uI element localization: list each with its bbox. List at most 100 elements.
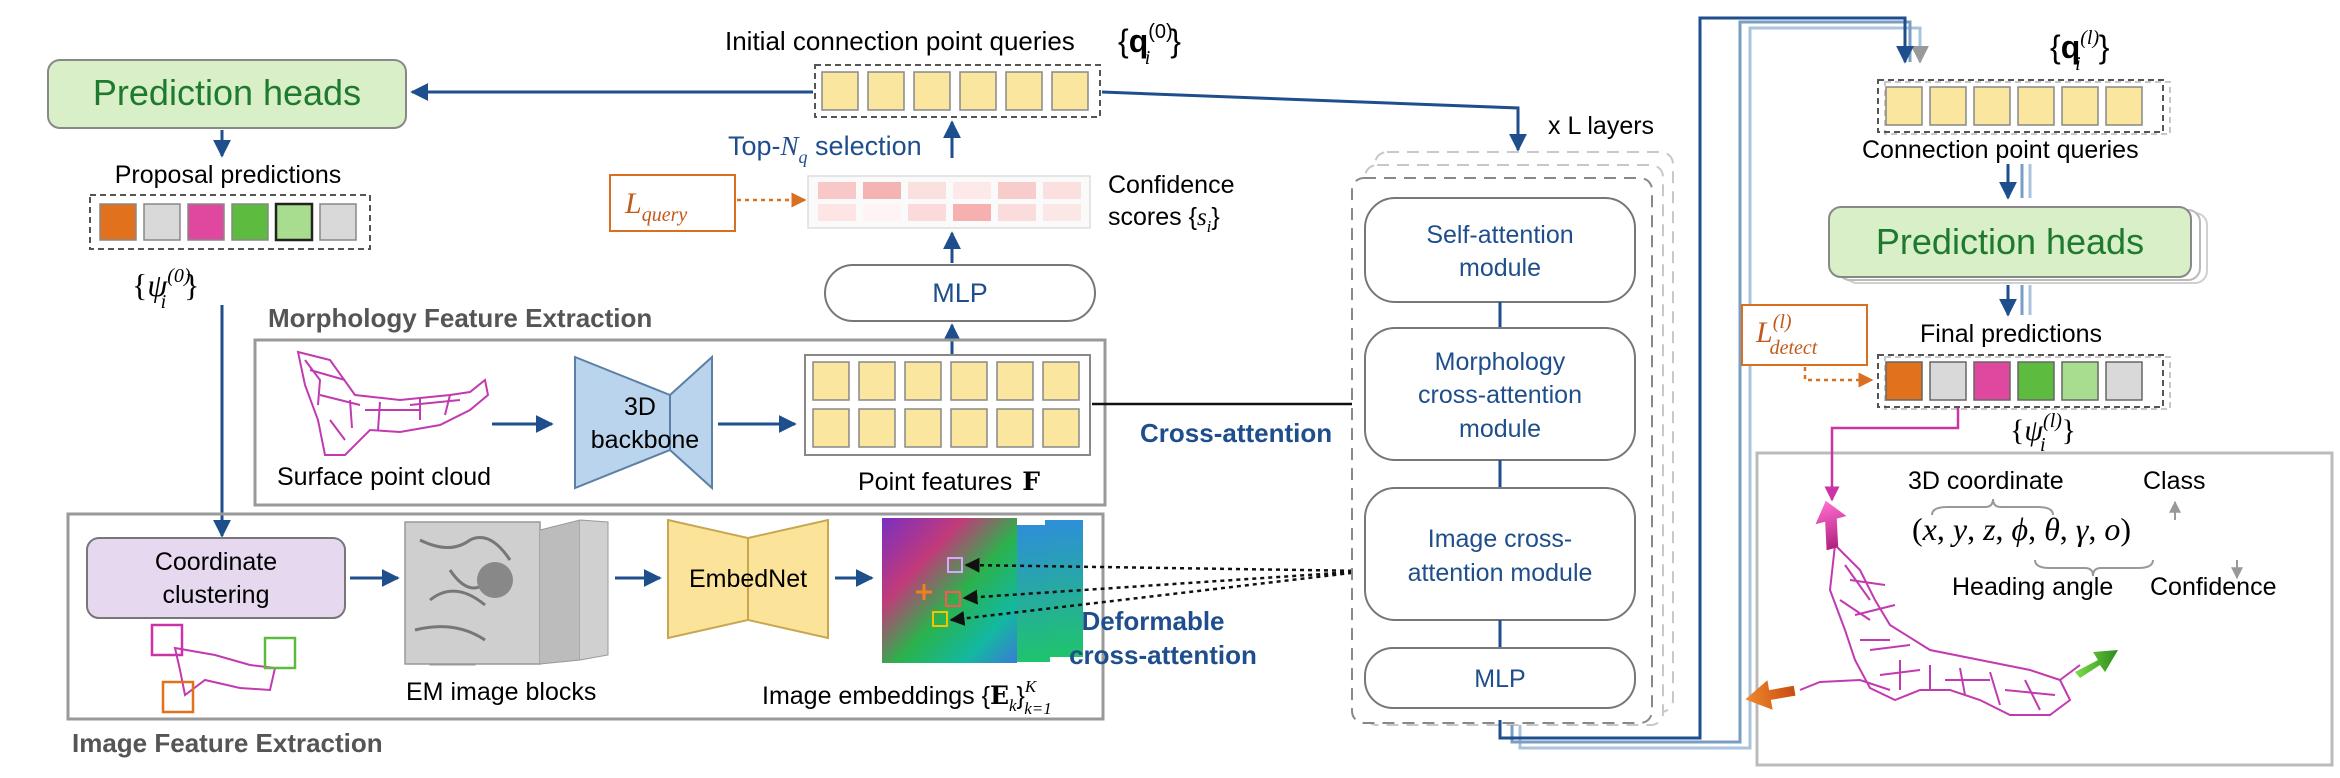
- mlp-decoder: MLP: [1364, 647, 1636, 709]
- proposal-token: [99, 203, 137, 241]
- feature-token: [812, 361, 850, 401]
- q-init-label: {q(0)i}: [1118, 21, 1181, 69]
- svg-text:Prediction heads: Prediction heads: [1876, 221, 2144, 262]
- coord-3d-label: 3D coordinate: [1908, 467, 2064, 495]
- psi-init-label: {ψ(0)i}: [132, 265, 199, 313]
- score-cell: [818, 182, 856, 199]
- surface-point-cloud-image: [296, 350, 490, 456]
- arrow-queries-to-decoder: [1101, 90, 1527, 152]
- svg-text:cross-attention: cross-attention: [1418, 381, 1582, 409]
- final-prediction-token: [1929, 361, 1967, 401]
- em-blocks-label: EM image blocks: [406, 678, 596, 706]
- svg-text:backbone: backbone: [591, 426, 699, 454]
- class-label: Class: [2143, 467, 2206, 495]
- em-image-blocks: [404, 519, 609, 666]
- feature-token: [950, 408, 988, 448]
- svg-text:attention module: attention module: [1408, 559, 1593, 587]
- query-token: [913, 71, 951, 111]
- svg-text:EmbedNet: EmbedNet: [689, 565, 807, 593]
- score-cell: [998, 204, 1036, 221]
- query-token: [821, 71, 859, 111]
- deformable-attention-arrows: [949, 557, 1369, 626]
- final-query-token: [1929, 86, 1967, 126]
- proposal-token: [187, 203, 225, 241]
- mlp-top: MLP: [824, 264, 1096, 322]
- output-tuple: (x, y, z, ϕ, θ, γ, o): [1912, 511, 2131, 547]
- final-prediction-token: [2017, 361, 2055, 401]
- svg-text:3D: 3D: [624, 393, 656, 421]
- initial-query-tokens: [814, 64, 1101, 118]
- q-final-label: {q(l)i}: [2050, 27, 2110, 75]
- feature-token: [812, 408, 850, 448]
- final-query-token: [1885, 86, 1923, 126]
- proposal-token: [143, 203, 181, 241]
- initial-queries-label: Initial connection point queries: [725, 26, 1075, 56]
- feature-token: [950, 361, 988, 401]
- svg-text:L(l)detect: L(l)detect: [1755, 311, 1818, 359]
- score-cell: [863, 182, 901, 199]
- image-embeddings-visual: [882, 518, 1083, 663]
- clustering-thumbnail: [150, 623, 297, 714]
- feature-token: [1042, 408, 1080, 448]
- final-prediction-tokens: [1877, 354, 2171, 410]
- l-detect-box: L(l)detect: [1741, 304, 1868, 366]
- proposal-token: [319, 203, 357, 241]
- score-cell: [908, 204, 946, 221]
- topk-label: Top-Nq selection: [728, 131, 922, 167]
- final-query-tokens: [1877, 79, 2171, 135]
- svg-text:Image cross-: Image cross-: [1428, 525, 1572, 553]
- score-cell: [1043, 204, 1081, 221]
- arrow-pred-to-visual: [1824, 408, 1960, 502]
- image-cross-attention-module: Image cross- attention module: [1364, 487, 1636, 621]
- arrows-heads-to-final: [1999, 285, 2032, 317]
- image-title: Image Feature Extraction: [72, 728, 383, 758]
- score-cell: [863, 204, 901, 221]
- confidence-score-grid: [807, 175, 1091, 229]
- proposal-token: [274, 202, 314, 242]
- feature-token: [1042, 361, 1080, 401]
- score-cell: [953, 182, 991, 199]
- feature-token: [858, 361, 896, 401]
- final-predictions-label: Final predictions: [1920, 320, 2102, 348]
- cross-attention-label: Cross-attention: [1140, 418, 1332, 448]
- svg-text:clustering: clustering: [163, 581, 270, 609]
- morphology-cross-attention-module: Morphology cross-attention module: [1364, 327, 1636, 461]
- proposal-token: [231, 203, 269, 241]
- score-cell: [908, 182, 946, 199]
- final-query-token: [2017, 86, 2055, 126]
- deformable-line2: cross-attention: [1069, 640, 1257, 670]
- svg-text:Morphology: Morphology: [1435, 348, 1566, 376]
- connection-queries-label: Connection point queries: [1862, 136, 2139, 164]
- score-cell: [1043, 182, 1081, 199]
- image-panel: [66, 512, 1105, 721]
- final-prediction-token: [1885, 361, 1923, 401]
- neuron-3d-visual: [1745, 500, 2118, 716]
- point-feature-grid: [804, 354, 1091, 456]
- layers-label: x L layers: [1548, 112, 1654, 140]
- proposal-token-row: [89, 194, 371, 250]
- morphology-panel: [253, 338, 1107, 507]
- arrow-ldetect-to-final: [1803, 367, 1874, 388]
- prediction-heads-right: Prediction heads: [1828, 206, 2208, 284]
- score-cell: [953, 204, 991, 221]
- psi-final-label: {ψ(l)i}: [2010, 410, 2076, 456]
- query-token: [1051, 71, 1089, 111]
- query-token: [959, 71, 997, 111]
- feature-token: [996, 361, 1034, 401]
- arrows-queries-to-heads: [1999, 164, 2032, 200]
- l-query-box: Lquery: [609, 174, 736, 232]
- embednet: EmbedNet: [667, 518, 829, 640]
- confidence-scores-line1: Confidence: [1108, 171, 1234, 199]
- svg-text:MLP: MLP: [1474, 665, 1525, 693]
- feature-token: [996, 408, 1034, 448]
- svg-text:Lquery: Lquery: [624, 187, 687, 226]
- final-prediction-token: [1973, 361, 2011, 401]
- decoder-output-lines: [1498, 16, 1929, 750]
- feature-token: [858, 408, 896, 448]
- deformable-line1: Deformable: [1081, 606, 1224, 636]
- morphology-title: Morphology Feature Extraction: [268, 303, 652, 333]
- svg-text:module: module: [1459, 415, 1541, 443]
